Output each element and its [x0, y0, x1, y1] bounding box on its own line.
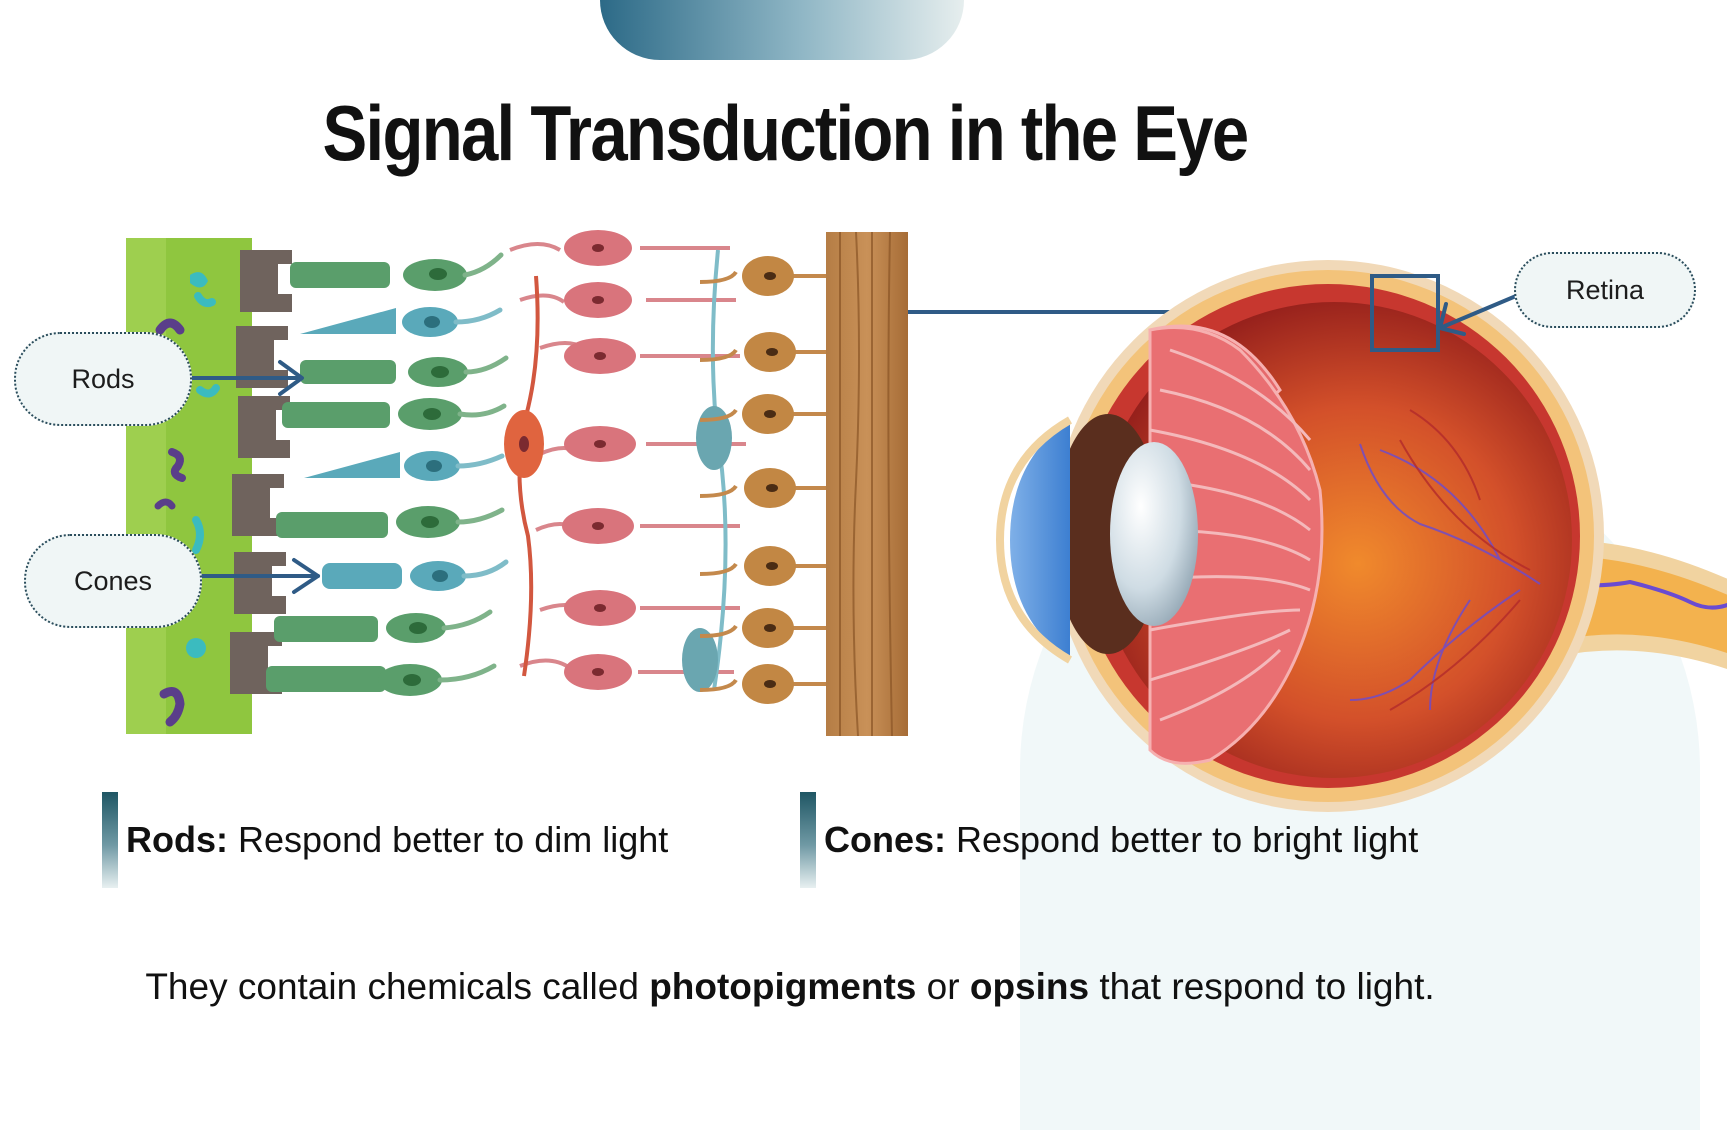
nerve-fiber-layer [826, 231, 908, 737]
retina-callout: Retina [1514, 252, 1696, 328]
eyeball-illustration [995, 260, 1727, 812]
footer-post: that respond to light. [1099, 966, 1435, 1007]
retina-diagram [126, 230, 1727, 812]
epithelial-cells [230, 250, 292, 694]
retina-callout-label: Retina [1565, 274, 1645, 305]
retina-highlight-box [1370, 274, 1440, 352]
page-title: Signal Transduction in the Eye [322, 89, 1250, 177]
ganglion-cell-layer [699, 256, 830, 704]
legend-accent-bar [102, 792, 118, 888]
legend-rods: Rods: Respond better to dim light [102, 792, 668, 888]
cones-callout: Cones [24, 534, 202, 628]
legend-text: Respond better to dim light [238, 819, 669, 860]
bipolar-cell-layer [504, 230, 746, 692]
photoreceptor-layer [266, 252, 509, 696]
footer-term-opsins: opsins [969, 966, 1090, 1007]
legend-text: Respond better to bright light [956, 819, 1419, 860]
footer-term-photopigments: photopigments [649, 966, 917, 1007]
rods-callout: Rods [14, 332, 192, 426]
label-arrows [186, 294, 1518, 594]
legend-accent-bar [800, 792, 816, 888]
footer-pre: They contain chemicals called [145, 966, 639, 1007]
cones-callout-label: Cones [73, 565, 153, 596]
legend-term: Cones: [824, 819, 947, 860]
header-tab-decoration [600, 0, 964, 60]
rods-callout-label: Rods [71, 363, 135, 394]
footer-caption: They contain chemicals called photopigme… [0, 966, 1580, 1008]
legend-term: Rods: [126, 819, 228, 860]
footer-mid: or [926, 966, 960, 1007]
legend-cones: Cones: Respond better to bright light [800, 792, 1418, 888]
